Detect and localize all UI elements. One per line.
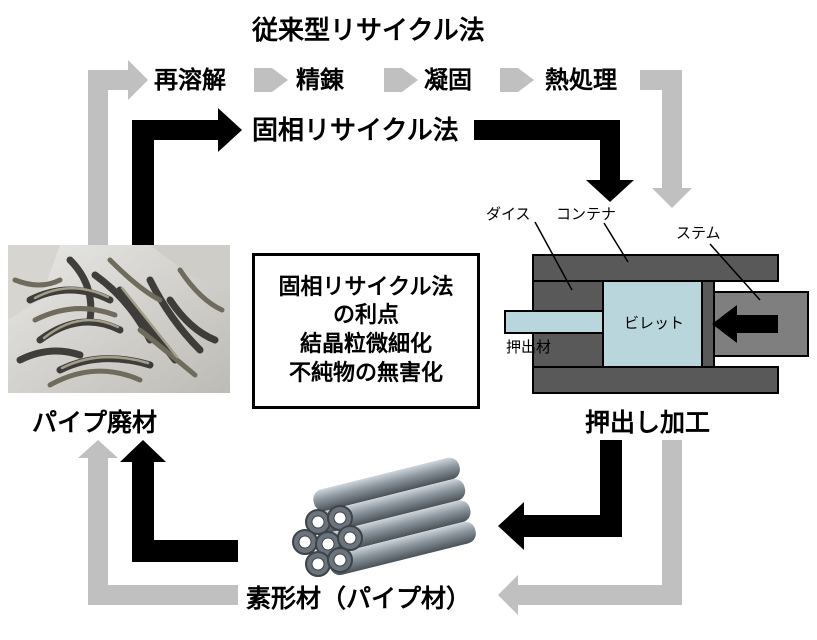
step-refining: 精錬 [296,66,344,94]
die-pointer [534,221,573,291]
container-label: コンテナ [556,205,617,223]
step-heat-treatment: 熱処理 [545,66,617,94]
container-pointer [603,222,629,263]
conventional-method-title: 従来型リサイクル法 [252,16,485,46]
step-solidification: 凝固 [424,66,472,94]
extrudate-rod [504,310,604,334]
solid-state-method-title: 固相リサイクル法 [252,116,459,146]
step-remelting: 再溶解 [154,66,226,94]
billet-label: ビレット [624,314,685,332]
scrap-label: パイプ廃材 [32,408,158,437]
billet [602,280,703,368]
extrusion-label: 押出し加工 [585,408,711,437]
extrusion-press [504,221,809,394]
solid-state-route-arrows [120,108,634,562]
advantages-box: 固相リサイクル法 の利点 結晶粒微細化 不純物の無害化 [252,253,480,409]
stem-label: ステム [676,224,721,242]
stem-arrow-head [712,305,737,343]
scrap-pipe-photo [8,245,230,393]
conventional-route-arrows [78,60,692,615]
advantages-line-4: 不純物の無害化 [288,360,443,386]
advantages-line-2: の利点 [332,303,399,329]
pipe-bundle-image [292,457,476,577]
stem-arrow-shaft [735,315,778,333]
extrudate-label: 押出材 [506,338,552,356]
advantages-line-1: 固相リサイクル法 [278,274,454,300]
container-top [532,254,779,282]
product-label: 素形材（パイプ材） [246,584,472,613]
stem-pointer [709,243,761,301]
container-bottom [532,366,779,394]
advantages-line-3: 結晶粒微細化 [299,332,432,357]
die-label: ダイス [486,205,531,223]
